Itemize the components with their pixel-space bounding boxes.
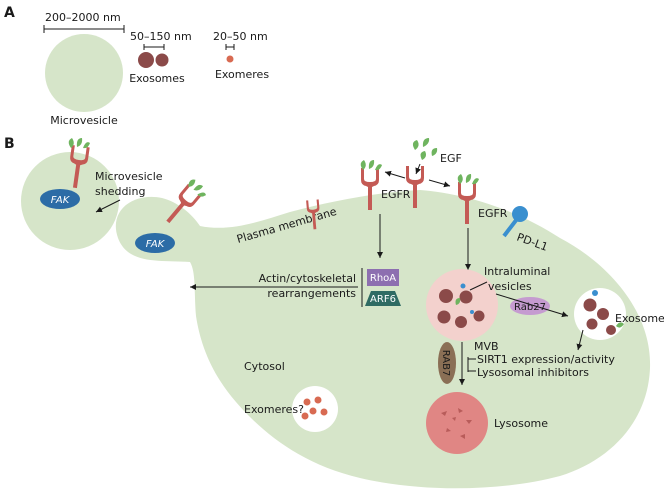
actin-label-1: Actin/cytoskeletal bbox=[259, 272, 356, 285]
exosome-particle bbox=[138, 52, 154, 68]
scale-bar-exosome bbox=[143, 44, 165, 50]
intraluminal-label-1: Intraluminal bbox=[484, 265, 550, 278]
exomere-particle bbox=[309, 407, 317, 415]
lysosomal-inhibitors-label: Lysosomal inhibitors bbox=[477, 366, 589, 379]
rhoa-label: RhoA bbox=[370, 273, 396, 284]
exomere-particle bbox=[301, 412, 309, 420]
exosome-label: Exosomes bbox=[129, 72, 185, 85]
microvesicle-shedding-label-1: Microvesicle bbox=[95, 170, 163, 183]
exomere-particle bbox=[320, 408, 328, 416]
microvesicle-label: Microvesicle bbox=[50, 114, 118, 127]
rab7-label: RAB7 bbox=[440, 350, 451, 377]
mvb-label: MVB bbox=[474, 340, 499, 353]
exosome-particle bbox=[583, 298, 597, 312]
fak-oval bbox=[40, 189, 80, 209]
egf-ligand-icon bbox=[457, 174, 479, 185]
egf-ligand-icon bbox=[360, 160, 382, 171]
egfr-label-right: EGFR bbox=[478, 207, 508, 220]
panel-b-label: B bbox=[4, 136, 15, 152]
exosome-particle bbox=[586, 318, 598, 330]
egfr-label-left: EGFR bbox=[381, 188, 411, 201]
pd-l1-icon bbox=[502, 206, 528, 238]
lysosome-debris bbox=[441, 408, 472, 439]
exomere-particle bbox=[314, 396, 322, 404]
exosome-release-arrow bbox=[495, 293, 569, 318]
pd-l1-dot bbox=[470, 310, 474, 314]
exosome-particle bbox=[597, 308, 609, 320]
rab27-label: Rab27 bbox=[514, 302, 546, 313]
exomere-particle bbox=[303, 398, 311, 406]
panel-a-label: A bbox=[4, 5, 15, 21]
egf-ligand-icon bbox=[616, 322, 624, 328]
actin-label-2: rearrangements bbox=[267, 287, 356, 300]
intraluminal-label-2: vesicles bbox=[488, 280, 532, 293]
exomeres-question-label: Exomeres? bbox=[244, 403, 304, 416]
pd-l1-dot bbox=[592, 290, 598, 296]
intraluminal-vesicle bbox=[459, 290, 473, 304]
exosome-particle bbox=[155, 53, 169, 67]
intraluminal-vesicle bbox=[437, 310, 451, 324]
intraluminal-vesicle bbox=[439, 289, 453, 303]
receptor-arrow-right bbox=[428, 179, 451, 188]
egf-ligand-icon bbox=[68, 138, 90, 149]
pd-l1-dot bbox=[460, 283, 466, 289]
intraluminal-pointer bbox=[469, 281, 488, 291]
scale-bar-exomere bbox=[225, 44, 235, 50]
arf6-shape bbox=[365, 291, 401, 306]
cell-body bbox=[115, 190, 651, 489]
exomere-particle bbox=[226, 55, 234, 63]
lysosome-label: Lysosome bbox=[494, 417, 548, 430]
lysosome-circle bbox=[426, 392, 488, 454]
fak-label: FAK bbox=[146, 239, 166, 250]
exosomes-label: Exosomes bbox=[615, 312, 664, 325]
egf-ligand-icon bbox=[412, 138, 438, 160]
rab7-oval bbox=[438, 342, 456, 384]
cytosol-label: Cytosol bbox=[244, 360, 285, 373]
egf-arrow bbox=[415, 163, 422, 175]
receptor-arrow-left bbox=[384, 170, 406, 179]
microvesicle-size-label: 200–2000 nm bbox=[45, 11, 121, 24]
egf-label: EGF bbox=[440, 152, 462, 165]
sirt1-label: SIRT1 expression/activity bbox=[477, 353, 615, 366]
rhoa-box bbox=[367, 269, 399, 286]
scale-bar-microvesicle bbox=[43, 25, 125, 33]
egf-ligand-icon bbox=[455, 298, 461, 305]
exosome-secretion-arrow bbox=[576, 329, 584, 351]
arf6-label: ARF6 bbox=[370, 294, 396, 305]
exosome-particle bbox=[606, 325, 616, 335]
exomere-size-label: 20–50 nm bbox=[213, 30, 268, 43]
shedding-arrow bbox=[95, 199, 121, 213]
fak-label: FAK bbox=[51, 195, 71, 206]
fak-oval bbox=[135, 233, 175, 253]
intraluminal-vesicle bbox=[455, 316, 467, 328]
microvesicle-shedding-label-2: shedding bbox=[95, 185, 145, 198]
exomere-label: Exomeres bbox=[215, 68, 269, 81]
microvesicle-circle bbox=[45, 34, 123, 112]
exosome-size-label: 50–150 nm bbox=[130, 30, 192, 43]
intraluminal-vesicle bbox=[473, 310, 485, 322]
